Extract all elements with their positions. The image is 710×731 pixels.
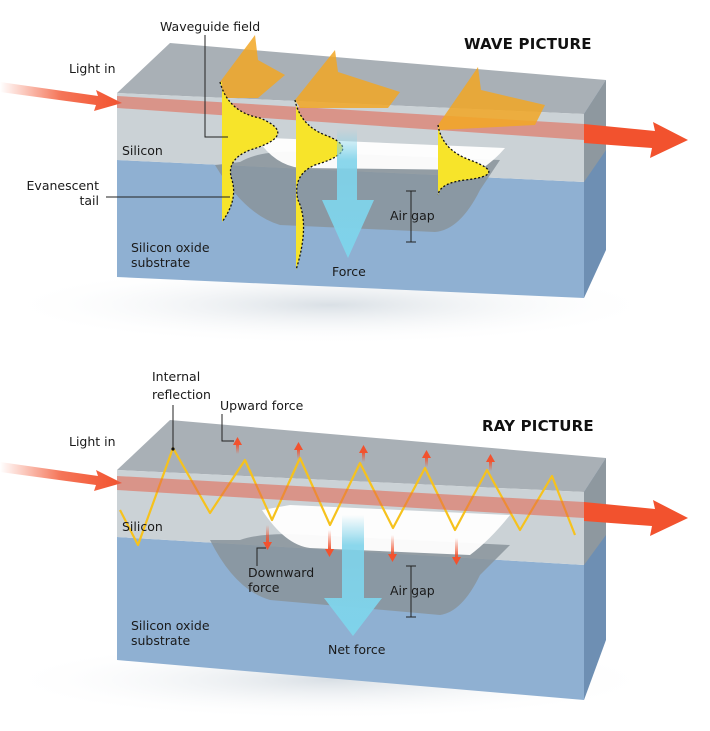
substrate-label-1: Silicon oxide <box>131 240 210 255</box>
field-profile-2 <box>294 50 400 271</box>
upward-force-label: Upward force <box>220 398 304 413</box>
up-arrow <box>422 450 431 467</box>
force-label: Force <box>332 264 366 279</box>
field-curve <box>438 125 489 195</box>
down-arrow <box>263 525 272 550</box>
substrate-label-1: Silicon oxide <box>131 618 210 633</box>
field-profile-3 <box>437 67 545 196</box>
silicon-label: Silicon <box>122 519 163 534</box>
light-in-arrow <box>0 462 122 491</box>
downward-force-label-2: force <box>248 580 280 595</box>
down-arrow <box>325 530 334 557</box>
wave-picture: WAVE PICTURE <box>0 19 688 345</box>
air-gap-trench <box>215 151 500 232</box>
air-gap-bracket <box>406 565 416 618</box>
downward-force-label-1: Downward <box>248 565 314 580</box>
light-in-label: Light in <box>69 61 116 76</box>
light-beam <box>117 476 584 518</box>
up-arrow <box>233 437 242 454</box>
light-in-arrow <box>0 82 122 111</box>
down-arrow <box>388 535 397 562</box>
light-out-arrow <box>584 122 688 158</box>
field-curve <box>295 100 343 270</box>
air-gap-bracket <box>406 190 416 243</box>
net-force-label: Net force <box>328 642 386 657</box>
upward-force-arrows <box>233 437 495 471</box>
up-arrow <box>486 454 495 471</box>
silicon-label: Silicon <box>122 143 163 158</box>
ray-picture: RAY PICTURE <box>0 369 688 720</box>
field-profile-1 <box>219 35 285 223</box>
air-gap-label: Air gap <box>390 208 435 223</box>
up-arrow <box>359 445 368 462</box>
substrate-label-2: substrate <box>131 633 190 648</box>
internal-reflection-label-1: Internal <box>152 369 200 384</box>
light-in-label: Light in <box>69 434 116 449</box>
evanescent-label-2: tail <box>79 193 99 208</box>
downward-force-leader <box>256 547 266 566</box>
internal-reflection-dot <box>171 447 175 451</box>
air-gap-label: Air gap <box>390 583 435 598</box>
force-arrow <box>322 128 374 258</box>
light-out-arrow <box>584 500 688 536</box>
field-curve <box>220 82 278 222</box>
substrate-label-2: substrate <box>131 255 190 270</box>
wave-picture-title: WAVE PICTURE <box>464 35 592 53</box>
evanescent-label-1: Evanescent <box>27 178 100 193</box>
waveguide-field-leader <box>204 35 228 138</box>
ray-picture-title: RAY PICTURE <box>482 417 594 435</box>
internal-reflection-label-2: reflection <box>152 387 211 402</box>
net-force-arrow <box>324 515 382 636</box>
downward-force-arrows <box>263 525 461 565</box>
upward-force-leader <box>221 414 234 442</box>
down-arrow <box>452 538 461 565</box>
up-arrow <box>294 442 303 459</box>
waveguide-field-label: Waveguide field <box>160 19 260 34</box>
